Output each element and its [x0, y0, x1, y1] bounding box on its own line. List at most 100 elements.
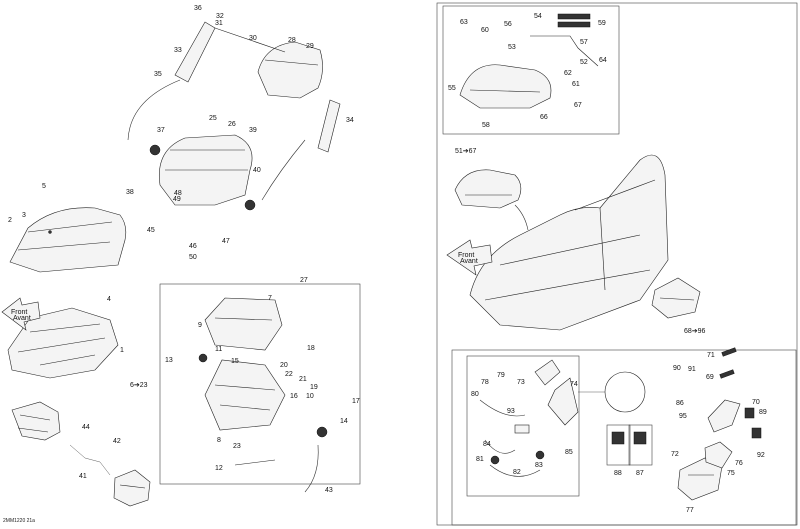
callout-38: 38 [126, 189, 134, 196]
callout-90: 90 [673, 365, 681, 372]
callout-66: 66 [540, 114, 548, 121]
callout-81: 81 [476, 456, 484, 463]
seat-base [7, 307, 119, 379]
callout-12: 12 [215, 465, 223, 472]
grip-pad-strips [557, 13, 591, 28]
callout-17: 17 [352, 398, 360, 405]
knob-left [149, 144, 161, 156]
callout-80: 80 [471, 391, 479, 398]
grip-inserts [719, 347, 737, 379]
backrest-pad [257, 41, 323, 99]
subassembly-box-harness [466, 355, 580, 497]
callout-62: 62 [564, 70, 572, 77]
rear-storage-case [651, 277, 701, 319]
callout-58: 58 [482, 122, 490, 129]
callout-28: 28 [288, 37, 296, 44]
front-arrow-right: Front Avant [446, 239, 493, 276]
subassembly-box-68-96 [451, 349, 797, 526]
hand-warmer-housing [113, 469, 151, 507]
callout-21: 21 [299, 376, 307, 383]
callout-91: 91 [688, 366, 696, 373]
callout-22: 22 [285, 371, 293, 378]
callout-16: 16 [290, 393, 298, 400]
hand-warmer-module [459, 64, 552, 109]
callout-11: 11 [215, 346, 222, 353]
callout-9: 9 [198, 322, 202, 329]
callout-48: 48 [174, 190, 182, 197]
callout-68-to-96: 68➔96 [684, 328, 706, 335]
callout-76: 76 [735, 460, 743, 467]
handle-bracket [11, 401, 61, 441]
callout-30: 30 [249, 35, 257, 42]
callout-72: 72 [671, 451, 679, 458]
callout-50: 50 [189, 254, 197, 261]
callout-7: 7 [268, 295, 272, 302]
callout-63: 63 [460, 19, 468, 26]
seat-cushion [9, 207, 127, 273]
heated-handle-module [454, 169, 522, 209]
callout-55: 55 [448, 85, 456, 92]
bracket-arm-right [317, 99, 341, 153]
front-label-right: Front [458, 252, 474, 259]
callout-49: 49 [173, 196, 181, 203]
switch-plate [704, 441, 733, 469]
callout-92: 92 [757, 452, 765, 459]
decal-88 [606, 424, 631, 466]
callout-19: 19 [310, 384, 318, 391]
callout-82: 82 [513, 469, 521, 476]
handle-bar [530, 35, 599, 67]
callout-42: 42 [113, 438, 121, 445]
callout-45: 45 [147, 227, 155, 234]
callout-27: 27 [300, 277, 308, 284]
callout-54: 54 [534, 13, 542, 20]
callout-39: 39 [249, 127, 257, 134]
callout-83: 83 [535, 462, 543, 469]
callout-4: 4 [107, 296, 111, 303]
callout-85: 85 [565, 449, 573, 456]
callout-29: 29 [306, 43, 314, 50]
callout-53: 53 [508, 44, 516, 51]
callout-93: 93 [507, 408, 515, 415]
seat-frame [204, 359, 286, 431]
backrest-shell [158, 134, 253, 206]
callout-60: 60 [481, 27, 489, 34]
callout-20: 20 [280, 362, 288, 369]
callout-36: 36 [194, 5, 202, 12]
callout-23: 23 [233, 443, 241, 450]
callout-43: 43 [325, 487, 333, 494]
avant-label-left: Avant [13, 315, 31, 322]
callout-95: 95 [679, 413, 687, 420]
callout-56: 56 [504, 21, 512, 28]
callout-26: 26 [228, 121, 236, 128]
callout-89: 89 [759, 409, 767, 416]
callout-15: 15 [231, 358, 239, 365]
knob-right [244, 199, 256, 211]
callout-6-to-23: 6➔23 [130, 382, 148, 389]
callout-64: 64 [599, 57, 607, 64]
callout-67: 67 [574, 102, 582, 109]
callout-labels: 123456➔237891011121314151617181920212223… [8, 5, 767, 514]
callout-40: 40 [253, 167, 261, 174]
callout-33: 33 [174, 47, 182, 54]
callout-37: 37 [157, 127, 165, 134]
callout-77: 77 [686, 507, 694, 514]
callout-1: 1 [120, 347, 124, 354]
callout-84: 84 [483, 441, 491, 448]
callout-8: 8 [217, 437, 221, 444]
frame-cover [204, 297, 283, 351]
callout-5: 5 [42, 183, 46, 190]
subassembly-box-6-23 [159, 283, 361, 485]
callout-69: 69 [706, 374, 714, 381]
callout-75: 75 [727, 470, 735, 477]
callout-52: 52 [580, 59, 588, 66]
callout-74: 74 [570, 381, 578, 388]
callout-70: 70 [752, 399, 760, 406]
callout-51-to-67: 51➔67 [455, 148, 477, 155]
callout-57: 57 [580, 39, 588, 46]
decal-87 [628, 424, 653, 466]
callout-44: 44 [82, 424, 90, 431]
thumb-lever-bracket [677, 457, 723, 501]
callout-71: 71 [707, 352, 715, 359]
callout-2: 2 [8, 217, 12, 224]
